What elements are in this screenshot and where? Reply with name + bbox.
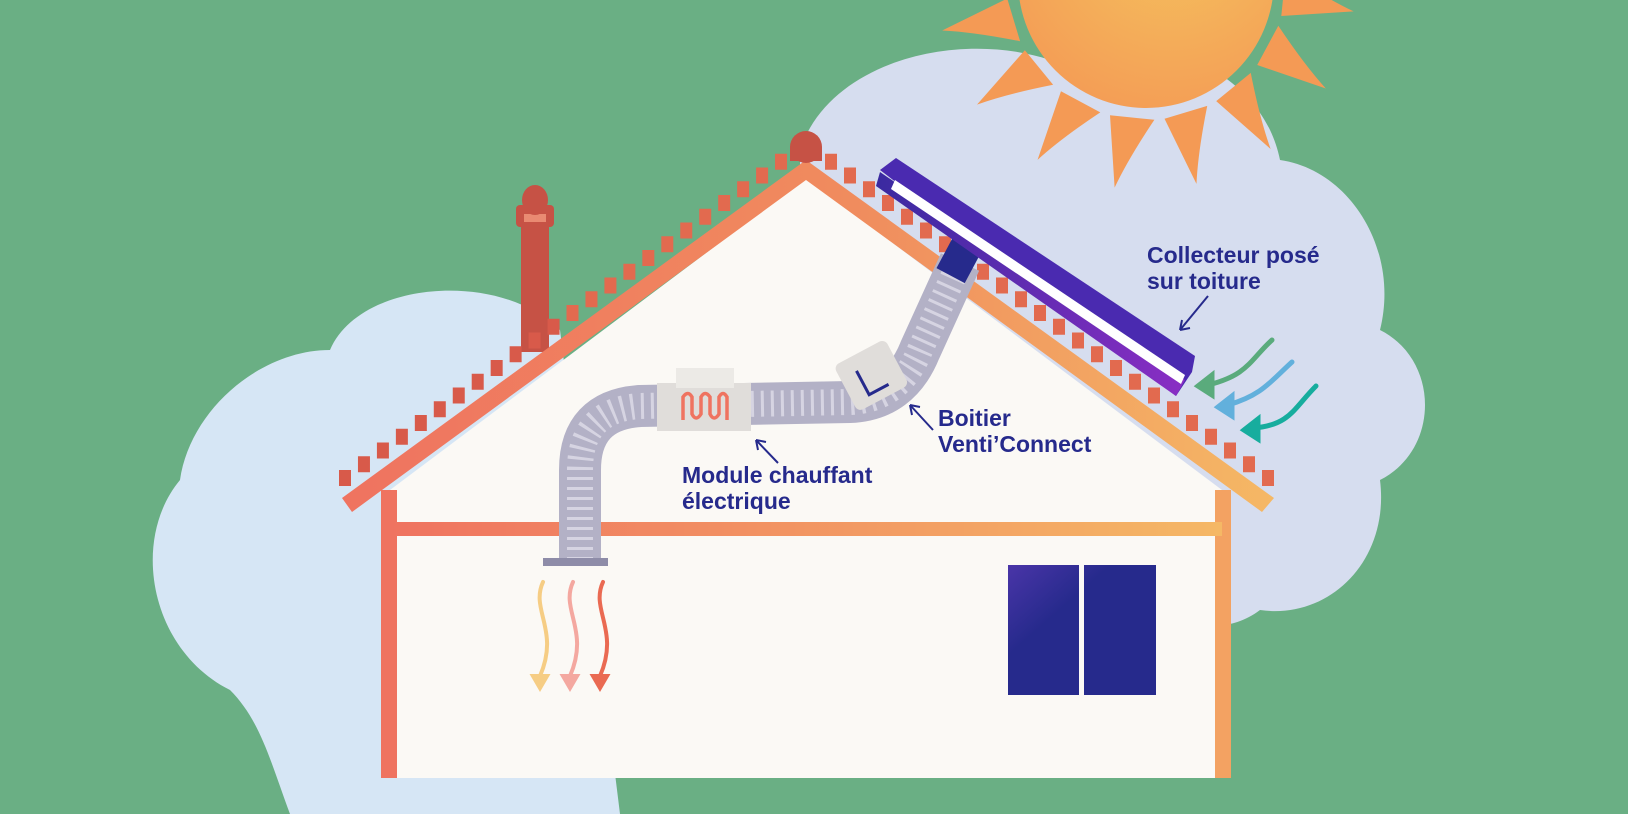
roof-tile	[825, 153, 837, 170]
sun-ray	[1281, 0, 1354, 16]
roof-tile	[339, 470, 351, 486]
collector-label-line1: Collecteur posé	[1147, 242, 1320, 268]
roof-tile	[1186, 415, 1198, 431]
heating-module-icon	[657, 368, 751, 431]
roof-tile	[1148, 387, 1160, 404]
roof-tile	[376, 442, 389, 459]
roof-tile	[756, 167, 769, 184]
module-label-line2: électrique	[682, 488, 791, 514]
roof-tile	[452, 387, 465, 404]
roof-tile	[471, 373, 484, 390]
roof-tile	[395, 428, 408, 445]
sun-ray	[1037, 91, 1101, 160]
roof-tile	[1167, 401, 1179, 418]
roof-tile	[528, 332, 541, 349]
sun-ray	[1257, 25, 1326, 89]
roof-tile	[661, 236, 674, 253]
chimney-icon	[516, 185, 554, 352]
roof-tile	[604, 277, 617, 294]
roof-tile	[414, 415, 427, 431]
control-box-icon	[835, 340, 908, 410]
sun-ray	[1164, 105, 1208, 184]
air-intake-arrows	[1193, 337, 1319, 444]
roof-tile	[699, 208, 712, 225]
roof-tile	[1262, 470, 1274, 486]
roof-tile	[433, 401, 446, 418]
warm-air-arrows	[529, 580, 611, 692]
sun-ray	[1216, 72, 1271, 150]
roof-tile	[1110, 360, 1122, 376]
module-label: Module chauffant électrique	[682, 462, 872, 514]
roof-tile	[920, 222, 932, 239]
box-label: Boitier Venti’Connect	[938, 405, 1091, 457]
roof-tile	[623, 263, 636, 280]
roof-tile	[718, 195, 731, 211]
roof-tile	[1091, 346, 1103, 363]
duct-icon	[543, 253, 980, 566]
roof-tile	[1072, 332, 1084, 349]
sun-ray	[942, 0, 1021, 42]
roof-tile	[1129, 373, 1141, 390]
sun-ray	[976, 50, 1054, 105]
roof-tile	[1205, 428, 1217, 445]
roof-tile	[1243, 456, 1255, 473]
roof-tile	[775, 153, 788, 170]
window-icon	[1008, 565, 1156, 695]
roof-tile	[863, 181, 875, 198]
roof-tile	[566, 305, 579, 321]
solar-collector-icon	[876, 158, 1195, 396]
roof-tile	[1015, 291, 1027, 308]
roof-tile	[1224, 442, 1236, 459]
sun-ray	[1110, 115, 1155, 188]
roof-tile	[882, 195, 894, 211]
collector-label-line2: sur toiture	[1147, 268, 1261, 294]
roof-tile	[1053, 318, 1065, 335]
roof-tile	[996, 277, 1008, 294]
pointer-lines	[755, 295, 1209, 464]
box-label-line1: Boitier	[938, 405, 1011, 431]
module-label-line1: Module chauffant	[682, 462, 873, 488]
roof-tile	[977, 263, 989, 280]
sun-icon	[942, 0, 1354, 188]
roof-tile	[680, 222, 693, 239]
roof-tile	[490, 360, 503, 376]
roof-tile	[509, 346, 522, 363]
roof-tile	[547, 318, 560, 335]
box-label-line2: Venti’Connect	[938, 431, 1092, 457]
roof-tile	[357, 456, 370, 473]
roof-tile	[844, 167, 856, 184]
roof-tile	[642, 250, 655, 266]
roof-tile	[901, 208, 913, 225]
roof-tile	[1034, 305, 1046, 321]
roof-tile	[585, 291, 598, 308]
roof-tile	[737, 181, 750, 198]
collector-label: Collecteur posé sur toiture	[1147, 242, 1320, 294]
